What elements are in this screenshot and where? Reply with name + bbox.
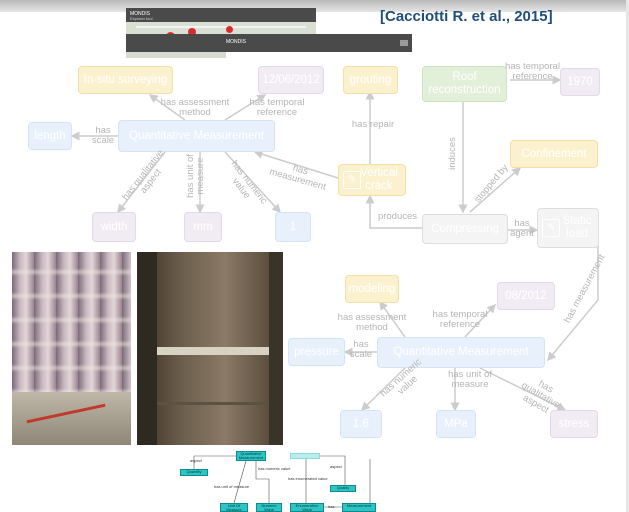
mini-ontology-diagram: Quantitative Measurement Quantity Qualit… — [170, 449, 390, 512]
node-confinement: Confinement — [510, 140, 598, 168]
node-value-1: 1 — [275, 212, 311, 242]
node-date-2012-06-12: 12/06/2012 — [258, 66, 324, 94]
node-compressing: Compressing — [422, 214, 508, 244]
citation: [Cacciotti R. et al., 2015] — [380, 8, 553, 25]
node-roof-reconstruction: Roof reconstruction — [422, 66, 507, 102]
crack-icon: ✎ — [343, 171, 361, 189]
photo-columns — [12, 252, 131, 445]
node-value-1-6: 1.6 — [340, 410, 382, 438]
app-title: MONDIS — [130, 11, 150, 17]
map-strip — [126, 52, 226, 58]
mini-edges — [193, 455, 371, 508]
edge-induces: induces — [447, 137, 458, 170]
node-grouting: grouting — [343, 66, 398, 94]
node-vertical-crack: ✎ Vertical crack — [338, 164, 406, 196]
edge-has-assessment-method: has assessment method — [160, 97, 230, 118]
mini-node-measurement: Quantitative Measurement — [236, 451, 266, 461]
edge-has-temporal-reference-2: has temporal reference — [505, 61, 560, 82]
node-modeling: modeling — [345, 275, 399, 303]
node-quantitative-measurement-2: Quantitative Measurement — [377, 337, 545, 368]
mini-node-quality: Quality — [330, 485, 356, 492]
edge-has-assessment-method-2: has assessment method — [337, 312, 407, 333]
node-date-2012-08: 08/2012 — [497, 282, 555, 310]
app-title-2: MONDIS — [226, 39, 246, 45]
node-pressure: pressure — [288, 338, 345, 366]
edge-has-temporal-reference: has temporal reference — [249, 97, 305, 118]
node-mpa: MPa — [436, 410, 476, 438]
node-static-load-label: Static load — [562, 215, 592, 240]
node-static-load: ✎ Static load — [537, 208, 599, 248]
photo-pillar-crack — [137, 252, 283, 445]
mini-node-quantity: Quantity — [180, 469, 208, 476]
right-border — [626, 0, 629, 512]
node-in-situ-surveying: In-situ surveying — [78, 66, 173, 94]
mini-label-aspect: aspect — [190, 458, 202, 463]
app-screenshot-2: MONDIS — [126, 34, 412, 52]
load-icon: ✎ — [542, 219, 560, 237]
node-mm: mm — [184, 212, 222, 242]
mini-node-empty — [290, 453, 320, 459]
edge-has-unit-of-measure: has unit of measure — [185, 154, 206, 198]
node-stress: stress — [550, 410, 598, 438]
node-length: length — [28, 122, 72, 150]
edge-has-temporal-reference-3: has temporal reference — [432, 309, 488, 330]
app-subtitle: Explorer tool — [130, 16, 153, 21]
edge-has-agent: has agent — [510, 218, 534, 239]
mini-label-has: has — [328, 504, 335, 509]
mini-label-has-enumerated-value: has enumerated value — [288, 476, 328, 481]
node-width: width — [92, 212, 136, 242]
mini-label-has-numeric-value: has numeric value — [258, 466, 291, 471]
node-quantitative-measurement-1: Quantitative Measurement — [118, 120, 275, 152]
mini-label-aspect-2: aspect — [330, 464, 342, 469]
edge-has-scale: has scale — [91, 125, 115, 146]
node-vertical-crack-label: Vertical crack — [360, 167, 398, 192]
node-year-1970: 1970 — [560, 68, 600, 96]
edge-produces: produces — [377, 211, 418, 222]
edge-has-scale-2: has scale — [349, 339, 373, 360]
edge-has-unit-of-measure-2: has unit of measure — [448, 369, 492, 390]
edge-has-repair: has repair — [351, 119, 395, 130]
mini-label-has-unit-of-measure: has unit of measure — [214, 484, 250, 489]
